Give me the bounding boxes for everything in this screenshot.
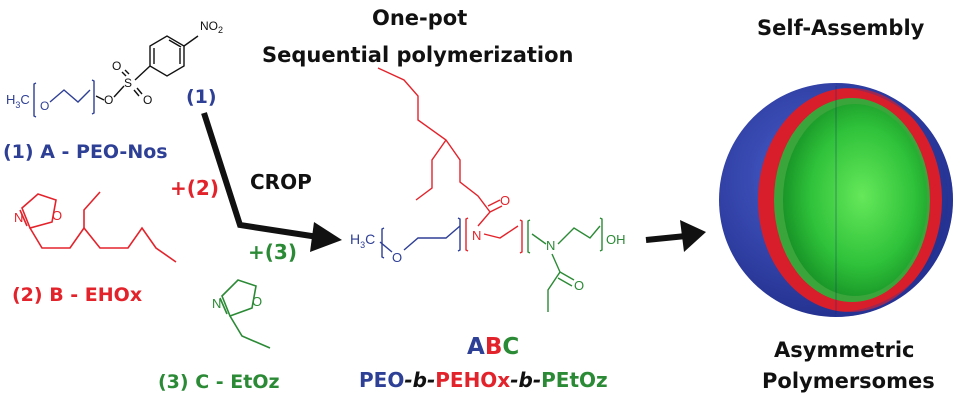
h3c-atom-product: H3C: [350, 231, 375, 250]
n-atom-c: N: [212, 296, 221, 311]
h3c-atom-a: H3C: [6, 92, 30, 110]
reactant-b-label: (2) B - EHOx: [12, 284, 143, 306]
crop-label: CROP: [250, 170, 312, 194]
o-atom-carbonyl-1: O: [500, 193, 510, 208]
s-atom: S: [124, 76, 132, 90]
n-atom-product-1: N: [472, 228, 481, 243]
o-atom-a2: O: [104, 93, 113, 107]
step-3-label: +(3): [248, 240, 297, 264]
no2-group: NO2: [200, 19, 223, 35]
peo-nosylate-structure: H3C O O S O O NO2: [6, 19, 223, 118]
o-atom-c: O: [252, 294, 262, 309]
assembly-arrow-shaft: [645, 233, 687, 243]
abc-c: C: [502, 334, 520, 360]
product-structure: H3C O N O N OH O: [350, 67, 626, 312]
copolymer-peo: PEO: [359, 368, 405, 392]
reaction-arrow: [201, 112, 319, 240]
one-pot-title: One-pot: [372, 6, 468, 30]
reactant-a-label: (1) A - PEO-Nos: [3, 141, 168, 163]
abc-a: A: [467, 334, 485, 360]
oh-group: OH: [606, 232, 626, 247]
reactant-a-tag: (1): [186, 86, 217, 108]
o-atom-carbonyl-2: O: [574, 278, 584, 293]
reaction-arrowhead: [310, 222, 342, 252]
o-atom-s1: O: [112, 59, 121, 73]
polymersome-illustration: [719, 83, 953, 317]
abc-b: B: [484, 334, 503, 360]
o-atom-a1: O: [40, 99, 49, 113]
sequential-polymerization-title: Sequential polymerization: [262, 43, 574, 67]
o-atom-product: O: [392, 250, 402, 265]
reactant-c-label: (3) C - EtOz: [158, 371, 280, 393]
n-atom-product-2: N: [546, 238, 555, 253]
copolymer-b-2: -b-: [510, 368, 542, 392]
ehox-structure: N O: [14, 191, 177, 263]
abc-label: ABC: [467, 334, 519, 360]
n-atom-b: N: [14, 210, 23, 225]
asymmetric-label: Asymmetric: [774, 338, 915, 362]
copolymer-pehox: PEHOx: [435, 368, 511, 392]
step-2-label: +(2): [170, 176, 219, 200]
polymersomes-label: Polymersomes: [762, 369, 935, 393]
o-atom-b: O: [52, 208, 62, 223]
copolymer-petoz: PEtOz: [541, 368, 608, 392]
etoz-structure: N O: [212, 279, 271, 349]
assembly-arrowhead: [680, 220, 706, 252]
o-atom-s2: O: [143, 93, 152, 107]
self-assembly-title: Self-Assembly: [757, 16, 925, 40]
copolymer-name: PEO-b-PEHOx-b-PEtOz: [359, 368, 608, 392]
copolymer-b-1: -b-: [404, 368, 436, 392]
